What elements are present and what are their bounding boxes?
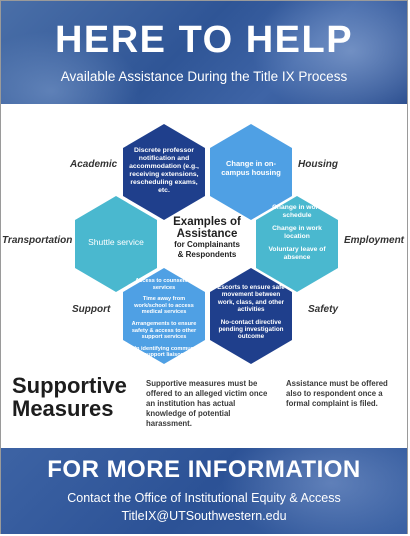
support-item: Access to counseling services: [135, 278, 193, 291]
hexagon-academic: [123, 124, 205, 220]
support-item: Arrangements to ensure safety & access t…: [131, 320, 197, 341]
support-item: Time away from work/school to access med…: [134, 296, 194, 316]
center-heading-line3: for Complainants: [174, 240, 240, 249]
page-title: HERE TO HELP: [54, 19, 354, 61]
footer-title: FOR MORE INFORMATION: [47, 456, 361, 483]
header-banner: HERE TO HELP Available Assistance During…: [1, 1, 407, 104]
safety-item: No-contact directive pending investigati…: [218, 318, 284, 341]
hexagon-employment-text: Change in work schedule Change in work l…: [263, 204, 331, 267]
hexagon-support-text: Access to counseling services Time away …: [126, 278, 202, 364]
category-housing: Housing: [298, 159, 338, 170]
footer-banner: FOR MORE INFORMATION Contact the Office …: [1, 448, 407, 534]
hexagon-housing-text: Change in on-campus housing: [221, 159, 281, 177]
supportive-measures-title-line2: Measures: [12, 396, 114, 421]
footer-contact-office: Contact the Office of Institutional Equi…: [67, 491, 341, 505]
safety-item: Escorts to ensure safe movement between …: [217, 284, 285, 314]
employment-item: Change in work schedule: [272, 204, 322, 219]
supportive-measures-title: Supportive Measures: [12, 374, 127, 420]
hexagon-employment: [256, 196, 338, 292]
support-item: Help identifying community support liais…: [127, 345, 201, 359]
center-heading-line2: Assistance: [176, 228, 238, 240]
hexagon-support: [123, 268, 205, 364]
category-safety: Safety: [308, 304, 339, 315]
employment-item: Change in work location: [272, 225, 322, 240]
hexagon-cluster: [75, 124, 338, 364]
category-support: Support: [72, 304, 111, 315]
hexagon-center: [166, 196, 248, 292]
category-transportation: Transportation: [2, 235, 73, 246]
hexagon-safety-text: Escorts to ensure safe movement between …: [216, 284, 286, 346]
page-subtitle: Available Assistance During the Title IX…: [60, 69, 348, 84]
center-heading: Examples of Assistance for Complainants …: [162, 216, 252, 260]
center-heading-line1: Examples of: [173, 216, 241, 228]
footer-glow: [221, 448, 407, 534]
supportive-measures-note-respondent: Assistance must be offered also to respo…: [286, 379, 388, 408]
hexagon-academic-text: Discrete professor notification and acco…: [129, 147, 199, 194]
supportive-measures-note-victim: Supportive measures must be offered to a…: [146, 379, 268, 428]
category-academic: Academic: [70, 159, 118, 170]
hexagon-transportation-text: Shuttle service: [88, 237, 144, 247]
center-heading-line4: & Respondents: [177, 250, 237, 259]
supportive-measures-title-line1: Supportive: [12, 373, 127, 398]
hexagon-safety: [210, 268, 292, 364]
employment-item: Voluntary leave of absence: [268, 246, 326, 261]
header-glow: [251, 1, 407, 104]
header-glow: [1, 31, 141, 104]
category-employment: Employment: [344, 235, 405, 246]
hexagon-transportation: [75, 196, 157, 292]
footer-contact-email[interactable]: TitleIX@UTSouthwestern.edu: [121, 509, 287, 523]
hexagon-housing: [210, 124, 292, 220]
assistance-diagram: Academic Housing Transportation Employme…: [0, 104, 410, 374]
